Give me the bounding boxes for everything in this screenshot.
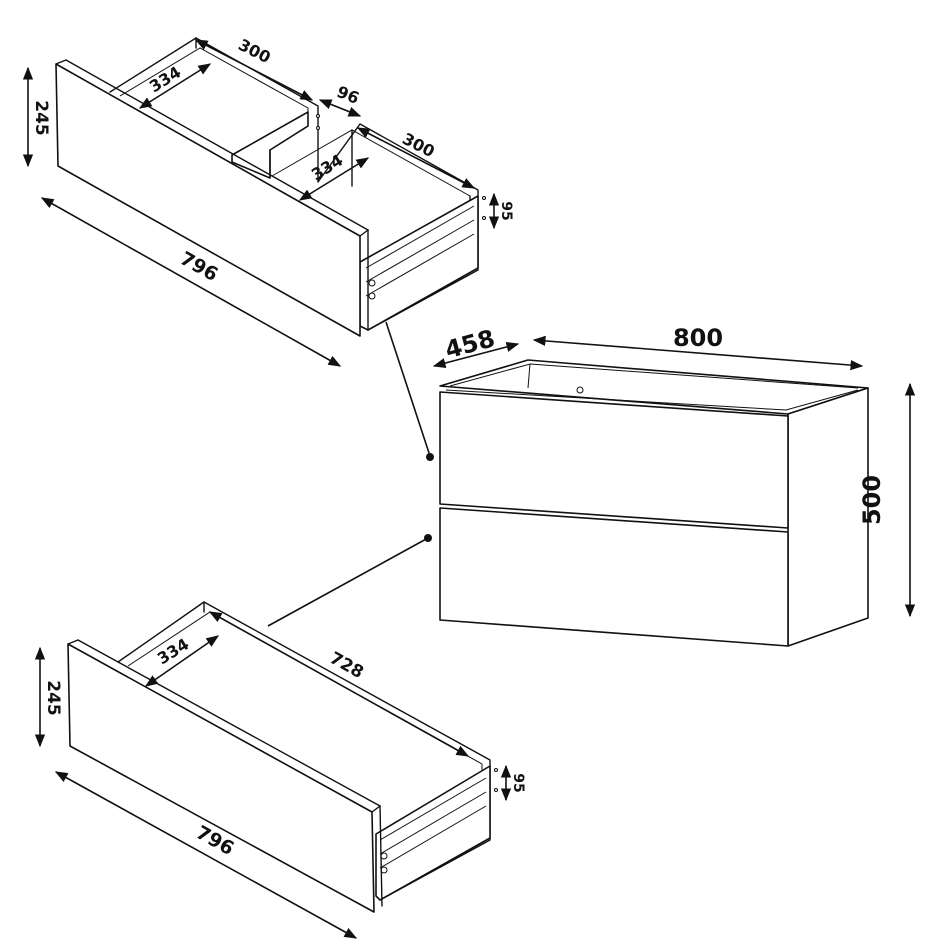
top-drawer-right-width-dim-line [356,127,476,189]
bottom-drawer-hole [494,768,498,772]
bottom-drawer-front-width-dim-line [54,771,358,939]
top-drawer-hole [368,292,376,300]
cabinet-upper-drawer-front [439,391,789,529]
cabinet-side [787,387,869,647]
cabinet-height-label: 500 [858,475,886,525]
cabinet-depth-label: 458 [442,324,498,364]
bottom-drawer-box-outline [117,601,491,901]
bottom-drawer-side-panel [375,765,491,901]
top-drawer-left-width-dim-line [194,39,314,101]
top-drawer-side-panel [359,195,479,331]
leader-lines [267,321,434,627]
top-drawer-hole [368,279,376,287]
top-drawer-hole [316,126,320,130]
top-drawer-hole [482,216,486,220]
cabinet: 458 800 500 [432,324,916,647]
top-drawer-front-width-dim-line [40,197,342,367]
cabinet-lower-drawer-front [439,507,789,647]
bottom-drawer-height-label: 245 [43,680,63,716]
bottom-drawer-depth-label: 334 [154,634,192,668]
top-drawer-hole [482,196,486,200]
bottom-drawer-depth-dim-line [144,635,220,687]
bottom-drawer-inner-width-label: 728 [326,648,367,683]
top-drawer-height-label: 245 [31,100,51,136]
cabinet-hole [576,386,584,394]
cabinet-width-dim-line [532,335,864,371]
top-drawer-divider-label: 96 [334,82,362,108]
bottom-drawer-side-height-label: 95 [510,773,526,792]
top-drawer: 245 796 334 300 96 334 300 95 [22,35,514,367]
cabinet-depth-dim-line [432,341,520,369]
top-drawer-left-depth-label: 334 [146,62,184,96]
bottom-drawer-hole [494,788,498,792]
bottom-drawer-leader [267,537,429,627]
top-drawer-right-depth-label: 334 [308,150,346,184]
top-drawer-leader [385,321,431,457]
top-drawer-divider-dim-line [318,99,362,117]
bottom-drawer-inner-width-dim-line [208,611,470,757]
top-drawer-side-height-label: 95 [498,201,514,220]
cabinet-width-label: 800 [673,324,723,352]
top-drawer-right-depth-dim-line [298,157,370,201]
bottom-drawer: 245 796 334 728 95 [34,601,526,939]
top-drawer-hole [316,114,320,118]
bottom-drawer-hole [380,852,388,860]
